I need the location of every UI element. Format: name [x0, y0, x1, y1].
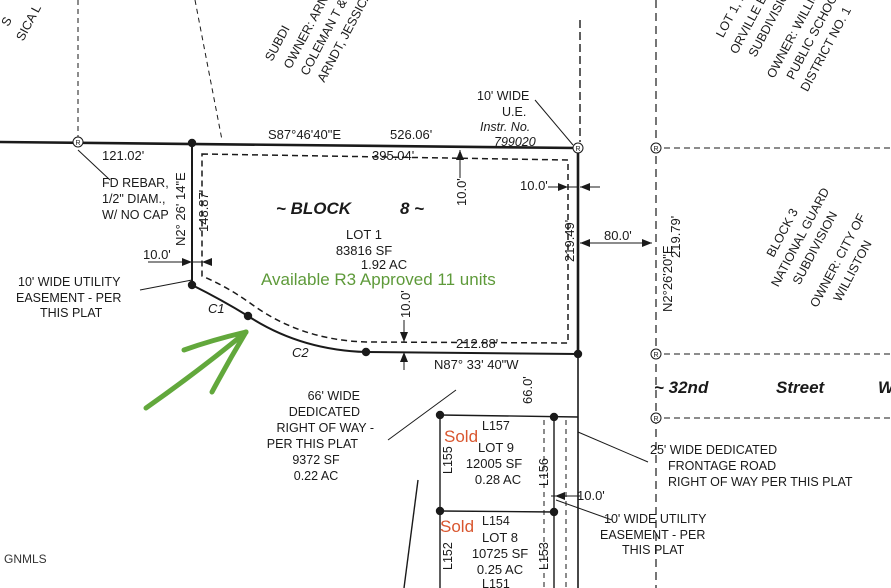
- lot9-sf: 12005 SF: [466, 456, 522, 471]
- svg-text:U.E.: U.E.: [502, 105, 526, 119]
- monuments: [187, 138, 583, 517]
- svg-text:10' WIDE UTILITY: 10' WIDE UTILITY: [18, 275, 121, 289]
- utility-easement-south-label: 10' WIDE UTILITY EASEMENT - PER THIS PLA…: [600, 512, 707, 557]
- svg-text:FRONTAGE ROAD: FRONTAGE ROAD: [668, 459, 776, 473]
- lot8-sf: 10725 SF: [472, 546, 528, 561]
- svg-text:Instr. No.: Instr. No.: [480, 120, 530, 134]
- east-far-length: 219.79': [668, 216, 683, 258]
- watermark: GNMLS: [4, 552, 47, 566]
- south-inner-length: 212.88': [456, 336, 498, 351]
- svg-text:FD REBAR,: FD REBAR,: [102, 176, 169, 190]
- svg-text:PER THIS PLAT: PER THIS PLAT: [267, 437, 359, 451]
- street-cut: W: [878, 378, 891, 397]
- street-suffix: Street: [776, 378, 826, 397]
- availability-note: Available R3 Approved 11 units: [261, 270, 496, 289]
- frontage-road-label: 25' WIDE DEDICATED FRONTAGE ROAD RIGHT O…: [650, 443, 853, 489]
- svg-text:EASEMENT - PER: EASEMENT - PER: [600, 528, 705, 542]
- svg-text:R: R: [653, 146, 658, 153]
- svg-text:10' WIDE: 10' WIDE: [477, 89, 529, 103]
- svg-text:1/2" DIAM.,: 1/2" DIAM.,: [102, 192, 165, 206]
- lot8-ac: 0.25 AC: [477, 562, 523, 577]
- svg-text:SICA L: SICA L: [13, 2, 44, 43]
- rebar-icon: R: [650, 348, 662, 360]
- svg-text:0.22 AC: 0.22 AC: [294, 469, 338, 483]
- dimension-arrows: [182, 150, 652, 500]
- owner-city-label: BLOCK 3 NATIONAL GUARD SUBDIVISION OWNER…: [764, 186, 875, 310]
- offset-lot: 10.0': [577, 488, 605, 503]
- rebar-icon: R: [650, 142, 662, 154]
- north-length: 526.06': [390, 127, 432, 142]
- lot9-parcel: L157 Sold LOT 9 12005 SF 0.28 AC L155 L1…: [441, 419, 551, 487]
- south-bearing: N87° 33' 40"W: [434, 357, 519, 372]
- svg-text:EASEMENT - PER: EASEMENT - PER: [16, 291, 121, 305]
- row-66-label: 66' WIDE DEDICATED RIGHT OF WAY - PER TH…: [267, 389, 374, 483]
- east-bearing: N2°26'20"E: [660, 245, 675, 312]
- svg-text:RIGHT OF WAY -: RIGHT OF WAY -: [277, 421, 374, 435]
- north-inner-length: 395.04': [372, 148, 414, 163]
- lot8-west-line: L152: [441, 542, 455, 570]
- svg-text:DEDICATED: DEDICATED: [289, 405, 360, 419]
- lot8-line-top: L154: [482, 514, 510, 528]
- lot8-sold-badge: Sold: [440, 517, 474, 536]
- rebar-markers: R R R R R: [72, 136, 662, 424]
- curve-c1: C1: [208, 301, 225, 316]
- east-length: 219.49': [562, 220, 577, 262]
- svg-text:RIGHT OF WAY PER THIS PLAT: RIGHT OF WAY PER THIS PLAT: [668, 475, 853, 489]
- offset-east: 10.0': [520, 178, 548, 193]
- lot8-parcel: L154 Sold LOT 8 10725 SF 0.25 AC L151 L1…: [440, 514, 551, 588]
- curve-c2: C2: [292, 345, 309, 360]
- rebar-icon: R: [650, 412, 662, 424]
- owner-school-label: LOT 1, B ORVILLE ERICK SUBDIVISION OWNER…: [713, 0, 854, 94]
- svg-text:66' WIDE: 66' WIDE: [308, 389, 360, 403]
- lot9-label: LOT 9: [478, 440, 514, 455]
- lot9-line-top: L157: [482, 419, 510, 433]
- ue-label: 10' WIDE U.E. Instr. No. 799020: [477, 89, 536, 149]
- rebar-icon: R: [572, 142, 584, 154]
- svg-text:W/ NO CAP: W/ NO CAP: [102, 208, 169, 222]
- svg-text:R: R: [75, 140, 80, 147]
- svg-text:9372 SF: 9372 SF: [292, 453, 340, 467]
- street-name: ~ 32nd: [654, 378, 709, 397]
- rebar-icon: R: [72, 136, 84, 148]
- lot9-sold-badge: Sold: [444, 427, 478, 446]
- owner-corner-label: S SICA L: [0, 2, 44, 43]
- lot8-label: LOT 8: [482, 530, 518, 545]
- svg-text:THIS PLAT: THIS PLAT: [40, 306, 103, 320]
- utility-easement-west-label: 10' WIDE UTILITY EASEMENT - PER THIS PLA…: [16, 275, 121, 320]
- lot9-east-line: L156: [537, 458, 551, 486]
- svg-text:799020: 799020: [494, 135, 536, 149]
- owner-arndt-label: SUBDI OWNER: ARNDT, COLEMAN T & ARNDT, J…: [262, 0, 378, 84]
- lot9-west-line: L155: [441, 446, 455, 474]
- svg-text:R: R: [653, 352, 658, 359]
- lot1-label: LOT 1: [346, 227, 382, 242]
- lot9-ac: 0.28 AC: [475, 472, 521, 487]
- west-bearing: N2° 26' 14"E: [173, 172, 188, 246]
- lot8-line-bottom: L151: [482, 577, 510, 588]
- lot1-sf: 83816 SF: [336, 243, 392, 258]
- row-width: 80.0': [604, 228, 632, 243]
- svg-text:10' WIDE UTILITY: 10' WIDE UTILITY: [604, 512, 707, 526]
- svg-text:R: R: [653, 416, 658, 423]
- offset-south: 10.0': [398, 290, 413, 318]
- fd-rebar-label: FD REBAR, 1/2" DIAM., W/ NO CAP: [102, 176, 169, 222]
- west-segment-length: 121.02': [102, 148, 144, 163]
- svg-text:R: R: [575, 146, 580, 153]
- svg-text:25' WIDE DEDICATED: 25' WIDE DEDICATED: [650, 443, 777, 457]
- west-length: 148.87': [196, 190, 211, 232]
- offset-north: 10.0': [454, 178, 469, 206]
- lot1-ac: 1.92 AC: [361, 257, 407, 272]
- svg-text:S: S: [0, 15, 15, 29]
- block-number: 8 ~: [400, 199, 424, 218]
- row-66: 66.0': [520, 376, 535, 404]
- lot8-east-line: L153: [537, 542, 551, 570]
- offset-west: 10.0': [143, 247, 171, 262]
- north-bearing: S87°46'40"E: [268, 127, 341, 142]
- block-title: ~ BLOCK: [276, 199, 353, 218]
- svg-text:THIS PLAT: THIS PLAT: [622, 543, 685, 557]
- green-arrow-icon: [143, 329, 249, 411]
